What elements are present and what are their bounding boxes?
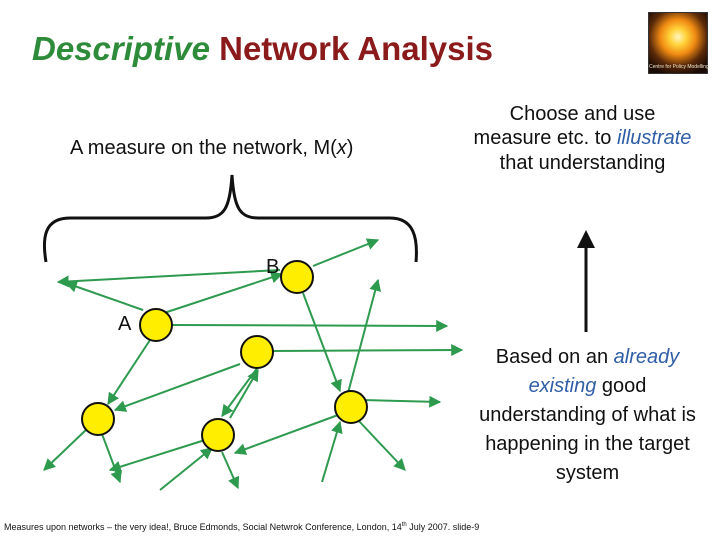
edge-c-down xyxy=(221,366,259,417)
edge-a-b xyxy=(160,271,284,315)
node-label-b: B xyxy=(266,256,280,278)
cpm-logo-icon: Centre for Policy Modelling xyxy=(648,12,709,74)
edge-e-up xyxy=(229,368,259,419)
understanding-arrow-head xyxy=(577,230,595,248)
footer-sup: th xyxy=(401,522,407,528)
choose-measure-text: Choose and use measure etc. to illustrat… xyxy=(470,102,695,175)
choose-emphasis: illustrate xyxy=(616,127,692,150)
logo-caption: Centre for Policy Modelling xyxy=(649,64,709,70)
edge-a-right xyxy=(171,319,449,332)
slide-title: Descriptive Network Analysis xyxy=(32,30,493,68)
based-pre: Based on an xyxy=(495,346,614,368)
edge-e-down xyxy=(221,451,240,490)
edge-f-right xyxy=(361,395,442,408)
title-network-analysis: Network Analysis xyxy=(209,30,493,67)
node-a xyxy=(139,308,173,342)
edge-c-right xyxy=(272,344,464,357)
edge-f-down xyxy=(357,419,406,471)
title-descriptive: Descriptive xyxy=(32,30,210,67)
measure-label: A measure on the network, M(x) xyxy=(70,137,353,160)
edge-g-in xyxy=(159,447,213,491)
slide-footer: Measures upon networks – the very idea!,… xyxy=(4,522,479,532)
edge-b-left xyxy=(56,269,281,288)
node-label-a: A xyxy=(118,313,132,335)
node-e xyxy=(201,418,235,452)
edge-a-down xyxy=(107,339,151,406)
measure-text-before: A measure on the network, M( xyxy=(70,137,337,159)
footer-pre: Measures upon networks – the very idea!,… xyxy=(4,522,402,532)
edge-f-up xyxy=(347,278,382,394)
edge-b-down xyxy=(302,292,342,393)
node-d xyxy=(81,402,115,436)
edge-c-left xyxy=(113,363,241,412)
edge-d-down xyxy=(101,433,122,484)
edge-a-upleft xyxy=(64,280,144,311)
measure-text-after: ) xyxy=(346,137,354,159)
measure-variable: x xyxy=(336,137,347,159)
edge-d-left xyxy=(43,427,89,471)
based-emphasis: already existing xyxy=(528,346,680,397)
edge-e-left xyxy=(108,439,206,473)
edge-f-left xyxy=(233,414,339,455)
choose-line1: Choose and use measure etc. to xyxy=(473,103,656,150)
edge-b-right xyxy=(312,238,380,267)
curly-brace xyxy=(42,174,418,263)
node-f xyxy=(334,390,368,424)
based-on-text: Based on an already existing good unders… xyxy=(465,343,710,488)
edge-h-in xyxy=(321,420,343,483)
node-c xyxy=(240,335,274,369)
based-post: good understanding of what is happening … xyxy=(479,375,696,484)
node-b xyxy=(280,260,314,294)
choose-line2: that understanding xyxy=(499,151,666,174)
footer-post: July 2007. slide-9 xyxy=(406,522,480,532)
